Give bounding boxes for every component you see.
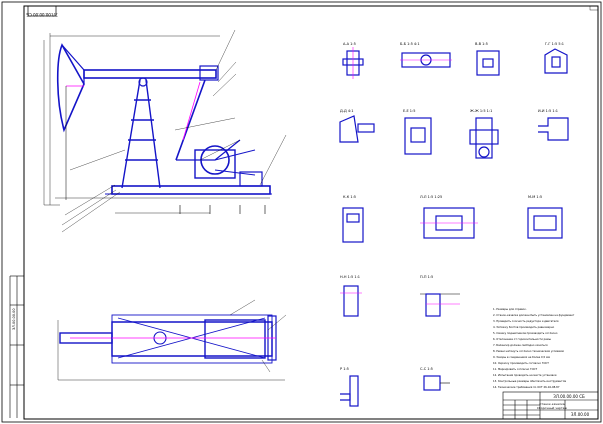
title-block: ЗЛ.00.00.00 СБ Станок-качалка Сборочный … [502, 391, 599, 420]
section-i: И-И 1:5 1:1 [538, 109, 569, 141]
section-s: С-С 1:5 [420, 367, 450, 391]
svg-text:Н-Н 1:5 1:1: Н-Н 1:5 1:1 [340, 275, 360, 279]
svg-text:4. Затяжку болтов производить: 4. Затяжку болтов производить равномерно [493, 325, 555, 329]
main-elevation-view [43, 29, 287, 233]
title-name-line1: Станок-качалка [539, 402, 564, 406]
walking-beam [83, 69, 217, 79]
svg-text:Б-Б 1:5 4:1: Б-Б 1:5 4:1 [400, 42, 420, 46]
horsehead [56, 43, 85, 133]
section-m: М-М 1:5 [527, 195, 563, 239]
section-r: Р 1:5 [340, 367, 359, 407]
svg-text:Д-Д 4:1: Д-Д 4:1 [340, 109, 353, 113]
top-stamp-text: ЗЛ.00.00.00 СБ [26, 12, 58, 17]
svg-text:2. Станок-качалка должен быть: 2. Станок-качалка должен быть установлен… [493, 313, 575, 317]
svg-text:14. Технические требования по: 14. Технические требования по ОСТ 26-16-… [493, 385, 560, 389]
left-binding-strip: ЗЛ.00.00.00 [9, 275, 24, 418]
section-b: Б-Б 1:5 4:1 [400, 42, 452, 68]
sheet-inner-frame [23, 5, 599, 420]
svg-text:10. Окраску производить соглас: 10. Окраску производить согласно ГОСТ [493, 361, 549, 365]
svg-text:К-К 1:5: К-К 1:5 [343, 195, 356, 199]
section-p: П-П 1:5 [420, 275, 460, 317]
top-stamp: ЗЛ.00.00.00 СБ [26, 5, 58, 17]
side-label: ЗЛ.00.00.00 [12, 308, 16, 330]
section-v: В-В 1:5 [475, 42, 500, 76]
section-k: К-К 1:5 [342, 195, 364, 243]
title-doc-code-short: ЗЛ.00.00 [571, 412, 590, 417]
svg-text:Г-Г 1:5 5:1: Г-Г 1:5 5:1 [545, 42, 564, 46]
section-zh: Ж-Ж 1:5 1:1 [469, 109, 499, 159]
svg-text:6. Отклонение от горизонтально: 6. Отклонение от горизонтальности рамы [493, 337, 551, 341]
plan-beam [111, 321, 273, 357]
section-n: Н-Н 1:5 1:1 [340, 275, 362, 317]
section-d: Д-Д 4:1 [339, 109, 375, 143]
section-a: А-А 1:5 [342, 42, 364, 79]
svg-text:5. Смазку подшипников производ: 5. Смазку подшипников производить соглас… [493, 331, 558, 335]
svg-text:С-С 1:5: С-С 1:5 [420, 367, 433, 371]
svg-text:Е-Е 1:5: Е-Е 1:5 [403, 109, 415, 113]
samson-post [121, 79, 161, 189]
svg-text:3. Проверить соосность редукто: 3. Проверить соосность редуктора и двига… [493, 319, 559, 323]
svg-text:13. Контрольные размеры обеспе: 13. Контрольные размеры обеспечить инстр… [493, 379, 566, 383]
svg-text:И-И 1:5 1:1: И-И 1:5 1:1 [538, 109, 558, 113]
title-name-line2: Сборочный чертеж [537, 406, 568, 410]
section-g: Г-Г 1:5 5:1 [544, 42, 568, 74]
title-doc-code: ЗЛ.00.00.00 СБ [553, 394, 585, 399]
svg-text:11. Маркировать согласно ГОСТ: 11. Маркировать согласно ГОСТ [493, 367, 537, 371]
svg-text:В-В 1:5: В-В 1:5 [475, 42, 488, 46]
svg-text:1. Размеры для справок.: 1. Размеры для справок. [493, 307, 527, 311]
base-frame [111, 185, 271, 195]
svg-text:Л-Л 1:5 1:25: Л-Л 1:5 1:25 [420, 195, 442, 199]
section-e: Е-Е 1:5 [403, 109, 432, 155]
svg-text:Р 1:5: Р 1:5 [340, 367, 349, 371]
svg-text:9. Зазоры в соединениях не бол: 9. Зазоры в соединениях не более 0,5 мм [493, 355, 550, 359]
svg-text:7. Балансир должен свободно ка: 7. Балансир должен свободно качаться [493, 343, 548, 347]
svg-text:А-А 1:5: А-А 1:5 [343, 42, 356, 46]
svg-text:П-П 1:5: П-П 1:5 [420, 275, 433, 279]
corner-mark [589, 5, 599, 11]
plan-view [57, 299, 287, 381]
section-views: А-А 1:5 Б-Б 1:5 4:1 В-В 1:5 Г-Г 1:5 5: [339, 42, 569, 407]
dimension-lines [43, 33, 270, 214]
svg-text:8. Ремни натянуть согласно тех: 8. Ремни натянуть согласно техническим у… [493, 349, 564, 353]
svg-text:Ж-Ж 1:5 1:1: Ж-Ж 1:5 1:1 [470, 109, 492, 113]
svg-text:М-М 1:5: М-М 1:5 [528, 195, 542, 199]
gearbox [194, 149, 236, 179]
svg-text:12. Испытания проводить на мес: 12. Испытания проводить на месте установ… [493, 373, 557, 377]
technical-notes: 1. Размеры для справок. 2. Станок-качалк… [493, 307, 575, 389]
section-l: Л-Л 1:5 1:25 [420, 195, 478, 239]
pitman-arm [175, 79, 206, 161]
